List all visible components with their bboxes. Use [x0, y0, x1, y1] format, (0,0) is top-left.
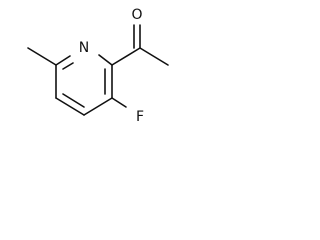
bond-c4-c5: [55, 97, 85, 116]
atom-label-oxygen: O: [131, 7, 142, 23]
pyridine-ring: [55, 54, 113, 116]
bond-carbonyl-methyl: [139, 47, 169, 66]
substituents: [27, 24, 169, 108]
bond-c4-c5-inner: [62, 93, 85, 108]
atom-label-nitrogen: N: [79, 40, 89, 56]
bond-c6-n-inner: [62, 62, 74, 70]
bond-n-c2: [98, 54, 113, 66]
molecule-structure: N O F: [27, 7, 169, 125]
bond-c3-f: [111, 97, 127, 108]
bond-c2-carbonyl: [111, 47, 141, 66]
bond-c3-c4: [83, 97, 113, 116]
bond-c6-n: [55, 55, 71, 66]
bond-c6-methyl: [27, 47, 57, 66]
atom-label-fluorine: F: [136, 109, 144, 125]
atom-labels: N O F: [79, 7, 144, 125]
